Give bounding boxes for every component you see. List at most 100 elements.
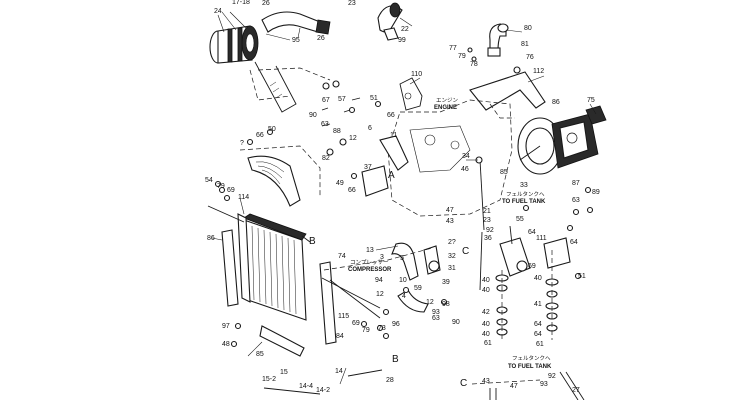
bracket-plate	[469, 71, 546, 119]
part-number: 14	[335, 368, 343, 375]
part-number: 6	[368, 125, 372, 132]
part-number: 110	[411, 71, 422, 78]
part-number: 61	[484, 340, 492, 347]
part-number: 97	[222, 323, 230, 330]
part-number: 86	[552, 99, 560, 106]
part-number: 94	[375, 277, 383, 284]
leader-lines	[211, 14, 597, 385]
part-number: 48	[222, 341, 230, 348]
part-number: 69	[352, 320, 360, 327]
part-number: 43	[482, 378, 490, 385]
part-number: 32	[448, 253, 456, 260]
part-number: 34	[462, 153, 470, 160]
part-number: 12	[349, 135, 357, 142]
part-number: ?	[240, 140, 244, 147]
part-number: 111	[536, 235, 547, 242]
part-number: 93	[432, 309, 440, 316]
part-number: 11	[390, 132, 397, 139]
part-number: 3	[380, 254, 384, 261]
part-number: 39	[442, 279, 450, 286]
fuel-tank-label-jp: フェルタンクへ	[506, 190, 545, 198]
part-number: 54	[205, 177, 213, 184]
part-number: 12	[376, 291, 384, 298]
part-number: 23	[483, 217, 491, 224]
part-number: 40	[482, 331, 490, 338]
part-number: 67	[322, 97, 330, 104]
part-number: 12	[426, 299, 434, 306]
part-number: 36	[484, 235, 492, 242]
part-number: 73	[378, 325, 386, 332]
part-number: 66	[387, 112, 395, 119]
part-number: 51	[578, 273, 586, 280]
part-number: 84	[336, 333, 344, 340]
part-number: 87	[572, 180, 580, 187]
part-number: 40	[482, 321, 490, 328]
engine-block	[387, 77, 513, 217]
part-number: 41	[534, 301, 542, 308]
part-number: 40	[482, 287, 490, 294]
part-number: 59	[414, 285, 422, 292]
part-number: 90	[452, 319, 460, 326]
part-number: 49	[336, 180, 344, 187]
part-number: 61	[536, 341, 544, 348]
coolant-hoses	[391, 242, 448, 313]
part-number: 80	[524, 25, 532, 32]
part-number: 14-2	[316, 387, 330, 394]
part-number: 85	[256, 351, 264, 358]
part-number: 33	[520, 182, 528, 189]
part-number: 79	[362, 327, 370, 334]
part-number: 4	[402, 293, 406, 300]
part-number: 63	[321, 121, 329, 128]
part-number: 28	[386, 377, 394, 384]
part-number: 75	[587, 97, 595, 104]
marker-a: A	[388, 170, 395, 181]
part-number: 90	[309, 112, 317, 119]
part-number: 79	[458, 53, 466, 60]
radiator	[237, 213, 307, 321]
part-number: 74	[338, 253, 346, 260]
part-number: 40	[534, 275, 542, 282]
fuel-tank-label-jp: フェルタンクへ	[512, 354, 551, 362]
part-number: 23	[348, 0, 356, 7]
part-number: 63	[572, 197, 580, 204]
part-number: 55	[516, 216, 524, 223]
part-number: 81	[521, 41, 529, 48]
part-number: 98	[442, 301, 450, 308]
part-number: 96	[392, 321, 400, 328]
air-cleaner	[209, 11, 259, 64]
part-number: 10	[399, 277, 407, 284]
fuel-tank-label: TO FUEL TANK	[502, 199, 546, 205]
part-number: 115	[338, 313, 349, 320]
engine-label-jp: エンジン	[436, 97, 459, 104]
part-number: 42	[482, 309, 490, 316]
part-number: 22	[401, 26, 409, 33]
part-number: 26	[262, 0, 270, 7]
part-number: 40	[482, 277, 490, 284]
part-number: 50	[268, 126, 276, 133]
compressor-label: COMPRESSOR	[348, 267, 392, 273]
fuel-tank-label: TO FUEL TANK	[508, 364, 552, 370]
part-number: 5	[400, 255, 404, 262]
marker-c: C	[460, 378, 467, 389]
part-number: 77	[449, 45, 457, 52]
compressor-label-jp: コンプレッサー	[350, 259, 388, 266]
part-number: 47	[510, 383, 518, 390]
part-number: 86	[207, 235, 215, 242]
intake-pipe	[377, 2, 413, 41]
part-number: 15	[280, 369, 288, 376]
part-number: 85	[500, 169, 508, 176]
part-number: 46	[461, 166, 469, 173]
hydraulic-pump	[517, 105, 607, 175]
part-number: 92	[548, 373, 556, 380]
part-number: 82	[322, 155, 330, 162]
fuel-filter	[499, 225, 531, 277]
part-number: 17-18	[232, 0, 250, 6]
part-number: 21	[483, 208, 491, 215]
part-number: 89	[592, 189, 600, 196]
part-number: 88	[333, 128, 341, 135]
part-number-labels: 24 17-18 26 22 23 95 26 99 80 77 79 81 7…	[205, 0, 600, 394]
fan-shroud-bracket	[239, 145, 321, 207]
part-number: 47	[446, 207, 454, 214]
marker-b: B	[309, 236, 316, 247]
part-number: 114	[238, 194, 249, 201]
